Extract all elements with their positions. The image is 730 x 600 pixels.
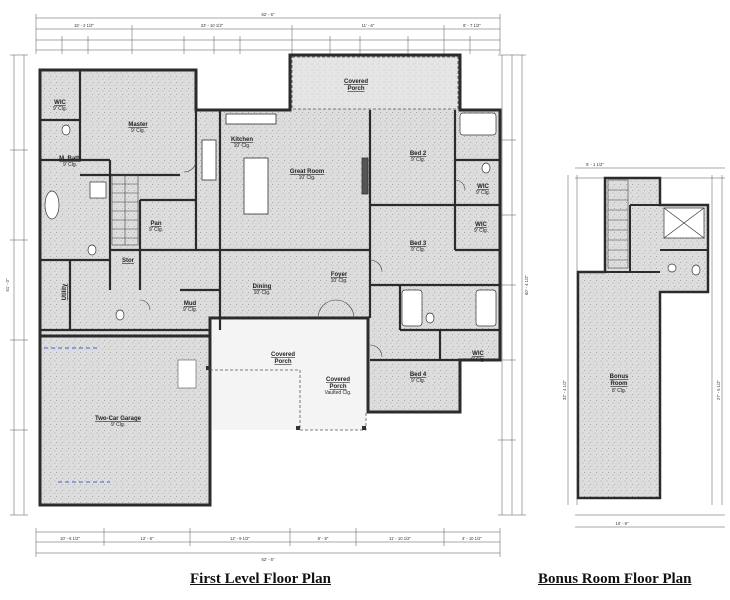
room-bed-3: Bed 3 [410, 241, 427, 247]
room-two-car-garage: Two-Car Garage [95, 416, 142, 422]
bonus-footprint [576, 176, 710, 500]
room-master-bath-ceiling: 9' Clg. [63, 162, 77, 168]
room-kitchen: Kitchen [231, 137, 253, 143]
dim-bottom-c: 12' - 9 1/2" [230, 536, 250, 541]
dim-bottom-e: 11' - 10 1/2" [389, 536, 412, 541]
room-covered-porch-mid-sub: Porch [274, 359, 291, 365]
first-level-room-labels: WIC 9' Clg. Master 9' Clg. M. Bath 9' Cl… [53, 79, 490, 428]
room-wic-master-ceiling: 9' Clg. [53, 106, 67, 112]
first-level-floor-plan: WIC 9' Clg. Master 9' Clg. M. Bath 9' Cl… [38, 53, 502, 507]
garage-step [177, 359, 197, 389]
room-wic-bed3-ceiling: 9' Clg. [474, 228, 488, 234]
bonus-room-label: Bonus [610, 374, 629, 380]
room-bed-2-ceiling: 9' Clg. [411, 157, 425, 163]
room-covered-porch-mid: Covered [271, 352, 295, 358]
dim-top-a: 15' - 2 1/2" [74, 23, 94, 28]
room-bed-4: Bed 4 [410, 372, 427, 378]
first-level-dimension-lines [13, 17, 523, 554]
room-wic-bed4-ceiling: 9' Clg. [471, 357, 485, 363]
bonus-bath-fixtures [663, 207, 705, 276]
bonus-room-label-sub: Room [611, 381, 628, 387]
front-covered-porch-area [212, 320, 366, 430]
room-pantry: Pan [150, 221, 161, 227]
room-great-room-ceiling: 10' Clg. [299, 175, 316, 181]
dim-top-b: 23' - 10 1/2" [201, 23, 224, 28]
room-wic-bed4: WIC [472, 351, 484, 357]
first-level-dimension-ticks [10, 14, 526, 557]
room-master: Master [128, 122, 148, 128]
first-level-footprint [38, 53, 502, 507]
kitchen-elements [201, 113, 369, 215]
room-wic-bed3: WIC [475, 222, 487, 228]
garage-dashed-lines [44, 347, 110, 483]
stairs-symbol [111, 174, 139, 246]
room-covered-porch-front-sub: Porch [329, 384, 346, 390]
dim-overall-bottom: 62' - 6" [262, 557, 276, 562]
covered-porch-top-area [291, 56, 459, 110]
bonus-dim-right: 27' - 6 1/2" [716, 380, 721, 400]
room-foyer-ceiling: 10' Clg. [331, 278, 348, 284]
dim-overall-top: 62' - 6" [262, 12, 276, 17]
room-bed-3-ceiling: 9' Clg. [411, 247, 425, 253]
dim-left-total: 61' - 0" [5, 278, 10, 292]
room-great-room: Great Room [290, 169, 324, 175]
bonus-interior-walls [605, 204, 708, 273]
room-utility: Utility [62, 283, 68, 300]
room-bed-2: Bed 2 [410, 151, 427, 157]
room-wic-bed2: WIC [477, 184, 489, 190]
bonus-room-caption: Bonus Room Floor Plan [538, 571, 692, 587]
room-bed-4-ceiling: 9' Clg. [411, 378, 425, 384]
room-covered-porch-front: Covered [326, 377, 350, 383]
room-dining: Dining [253, 284, 272, 290]
bonus-room-floor-plan: Bonus Room 8' Clg. [576, 176, 710, 500]
bonus-dim-width: 10' - 9" [616, 521, 630, 526]
room-covered-porch-top-sub: Porch [347, 86, 364, 92]
room-kitchen-ceiling: 10' Clg. [234, 143, 251, 149]
bath-fixtures [44, 112, 497, 327]
room-wic-master: WIC [54, 100, 66, 106]
bonus-dim-left: 32' - 4 1/2" [562, 380, 567, 400]
room-master-bath: M. Bath [59, 156, 81, 162]
bonus-stairs [607, 179, 629, 269]
front-porch-vaulted-note: Vaulted Clg. [325, 390, 352, 396]
room-covered-porch-top: Covered [344, 79, 368, 85]
room-mud-ceiling: 9' Clg. [183, 307, 197, 313]
room-storage: Stor [122, 258, 135, 264]
room-two-car-garage-ceiling: 9' Clg. [111, 422, 125, 428]
dim-top-c: 11' - 6" [362, 23, 375, 28]
first-level-caption: First Level Floor Plan [190, 571, 331, 587]
door-swings [139, 159, 466, 358]
room-wic-bed2-ceiling: 9' Clg. [476, 190, 490, 196]
room-foyer: Foyer [331, 272, 348, 278]
room-dining-ceiling: 10' Clg. [254, 290, 271, 296]
porch-posts [206, 366, 366, 430]
room-master-ceiling: 9' Clg. [131, 128, 145, 134]
dim-bottom-d: 8' - 8" [318, 536, 329, 541]
room-mud: Mud [184, 301, 197, 307]
dim-top-d: 8' - 7 1/2" [463, 23, 481, 28]
dim-right-total: 60' - 4 1/2" [524, 275, 529, 295]
room-pantry-ceiling: 9' Clg. [149, 227, 163, 233]
dim-bottom-b: 12' - 6" [141, 536, 155, 541]
dim-bottom-f: 4' - 10 1/2" [462, 536, 482, 541]
dim-bottom-a: 10' - 6 1/2" [60, 536, 80, 541]
bonus-dim-top: 5' - 1 1/2" [586, 162, 604, 167]
bonus-room-ceiling: 8' Clg. [612, 388, 626, 394]
